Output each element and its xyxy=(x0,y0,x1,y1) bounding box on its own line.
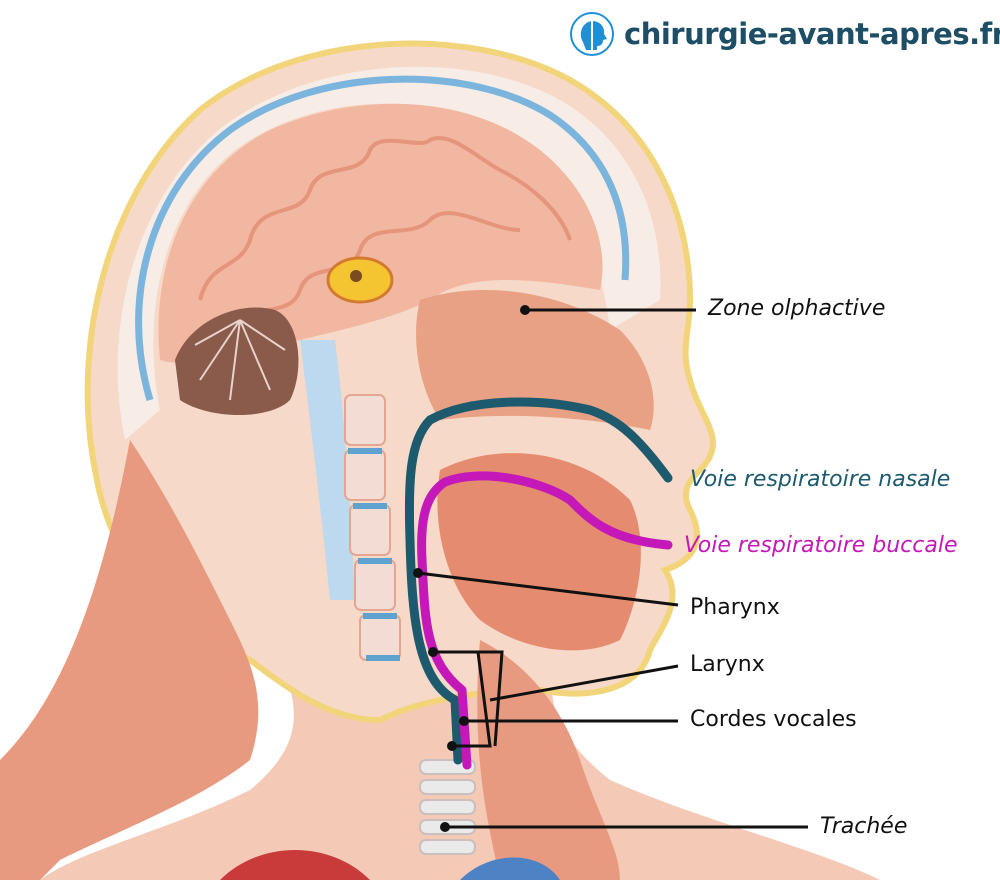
sagittal-sinus xyxy=(135,75,630,402)
label-zone-olphactive: Zone olphactive xyxy=(708,296,886,321)
cerebellum xyxy=(175,307,299,415)
brain-gyri xyxy=(198,136,572,332)
vein-bottom xyxy=(460,857,560,880)
label-cordes-vocales: Cordes vocales xyxy=(690,707,857,732)
nasal-cavity xyxy=(416,290,654,430)
spinal-cord xyxy=(300,340,355,600)
neck-muscles-back xyxy=(0,440,259,880)
label-larynx: Larynx xyxy=(690,652,765,677)
vessels xyxy=(220,850,370,880)
neck-muscles-front xyxy=(477,640,620,880)
vertebrae xyxy=(344,394,401,661)
brand-header[interactable]: chirurgie-avant-apres.fr xyxy=(570,12,1000,56)
oral-airway-path xyxy=(417,471,673,770)
head-profile-logo-icon xyxy=(570,12,614,56)
label-trachee: Trachée xyxy=(820,814,908,839)
label-pharynx: Pharynx xyxy=(690,595,780,620)
intervertebral-discs xyxy=(348,448,400,661)
label-voie-nasale: Voie respiratoire nasale xyxy=(690,467,951,492)
tongue xyxy=(437,453,641,651)
cerebellum-branches xyxy=(194,319,286,401)
trachea-rings xyxy=(419,759,476,855)
eye-pupil xyxy=(350,270,362,282)
nasal-airway-path xyxy=(404,397,673,765)
leader-dots xyxy=(413,305,530,832)
leader-lines xyxy=(417,308,808,829)
label-voie-buccale: Voie respiratoire buccale xyxy=(684,533,958,558)
brand-name[interactable]: chirurgie-avant-apres.fr xyxy=(624,17,1000,51)
